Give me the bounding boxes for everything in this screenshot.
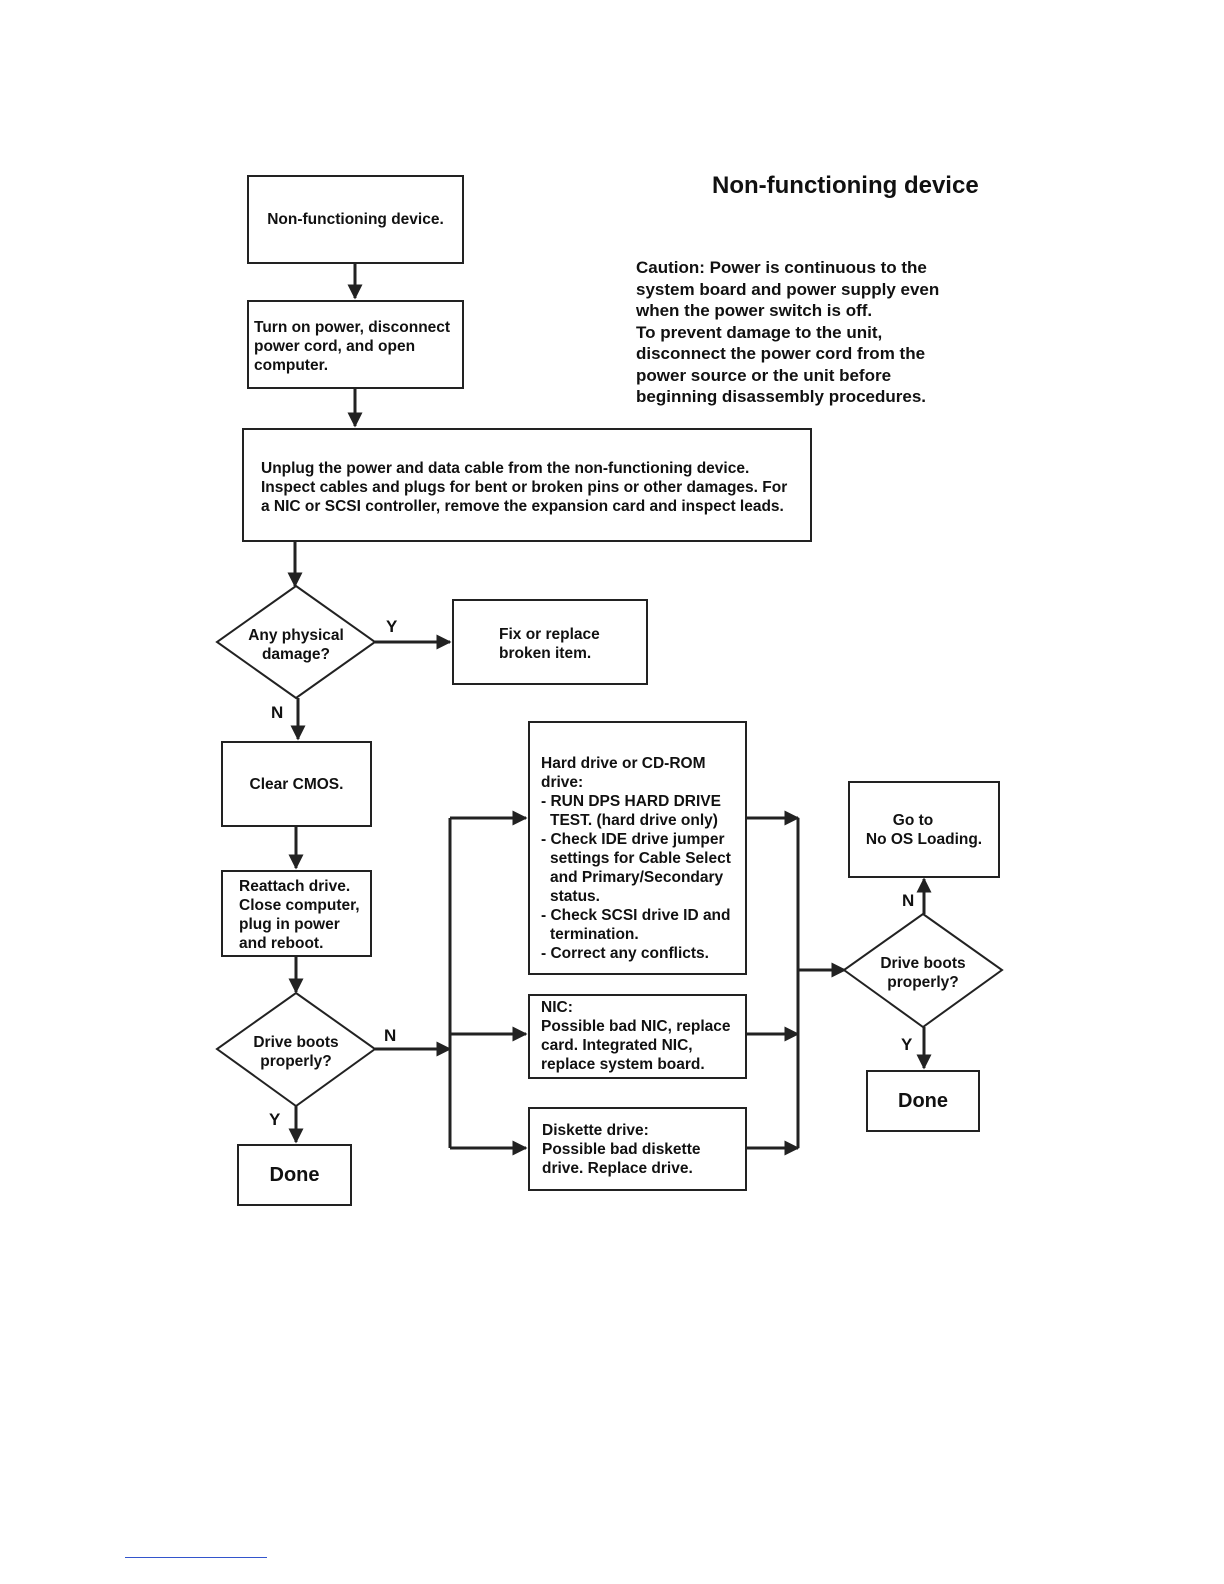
caution-line: beginning disassembly procedures. [636,387,927,406]
footer-rule [125,1557,267,1558]
reattach-line: Close computer, [239,897,360,914]
done-2-text: Done [898,1089,948,1112]
done-box-1: Done [237,1144,352,1206]
hard-drive-line: termination. [550,926,639,943]
turn-on-power-box: Turn on power, disconnect power cord, an… [247,300,464,389]
goto-line: No OS Loading. [865,830,983,848]
hard-drive-line: status. [550,888,600,905]
hard-drive-line: - Check IDE drive jumper [541,831,725,848]
diskette-line: drive. Replace drive. [542,1160,693,1177]
start-box-text: Non-functioning device. [267,211,444,228]
boots-decision-1-diamond [215,991,377,1108]
damage-yes-label: Y [386,617,398,636]
goto-no-os-box: Go to No OS Loading. [848,781,1000,878]
hard-drive-line: TEST. (hard drive only) [550,812,718,829]
caution-line: when the power switch is off. [636,301,873,320]
caution-line: disconnect the power cord from the [636,344,926,363]
hard-drive-box: Hard drive or CD-ROM drive: - RUN DPS HA… [528,721,747,975]
boots-decision-1-line: properly? [260,1053,332,1070]
turn-on-line: computer. [254,357,329,374]
unplug-line: a NIC or SCSI controller, remove the exp… [261,498,784,515]
damage-decision-line: Any physical [248,627,344,644]
done-1-text: Done [269,1163,320,1186]
boots-decision-2-line: properly? [887,974,959,991]
clear-cmos-text: Clear CMOS. [249,775,344,793]
boots2-no-label: N [902,891,915,910]
nic-line: NIC: [541,999,573,1016]
start-box: Non-functioning device. [247,175,464,264]
page-title: Non-functioning device [712,172,979,199]
clear-cmos-box: Clear CMOS. [221,741,372,827]
hard-drive-line: - Correct any conflicts. [541,945,709,962]
fix-replace-line: Fix or replace [499,626,600,643]
reattach-line: plug in power [239,916,340,933]
nic-line: replace system board. [541,1056,705,1073]
caution-note: Caution: Power is continuous to the syst… [636,257,976,408]
diskette-box: Diskette drive: Possible bad diskette dr… [528,1107,747,1191]
caution-line: system board and power supply even [636,279,940,299]
boots2-yes-label: Y [901,1035,913,1054]
damage-decision-diamond [215,584,377,700]
boots-decision-2-line: Drive boots [880,955,966,972]
boots1-yes-label: Y [269,1110,281,1129]
damage-no-label: N [271,703,284,722]
diskette-line: Possible bad diskette [542,1141,701,1158]
hard-drive-line: drive: [541,774,584,791]
goto-line: Go to [892,811,934,829]
caution-line: power source or the unit before [636,365,892,385]
reattach-box: Reattach drive. Close computer, plug in … [221,870,372,957]
fix-replace-line: broken item. [499,645,592,662]
boots1-no-label: N [384,1026,397,1045]
boots-decision-1-text: Drive boots properly? [226,1033,366,1071]
nic-line: Possible bad NIC, replace [541,1018,731,1035]
hard-drive-line: - RUN DPS HARD DRIVE [541,793,721,810]
turn-on-line: power cord, and open [254,338,416,355]
caution-line: Caution: Power is continuous to the [636,258,927,277]
reattach-line: and reboot. [239,935,324,952]
nic-line: card. Integrated NIC, [541,1037,693,1054]
unplug-inspect-box: Unplug the power and data cable from the… [242,428,812,542]
boots-decision-2-diamond [842,912,1004,1029]
caution-line: To prevent damage to the unit, [636,322,883,342]
unplug-line: Inspect cables and plugs for bent or bro… [261,479,788,496]
boots-decision-2-text: Drive boots properly? [853,954,993,992]
boots-decision-1-line: Drive boots [253,1034,339,1051]
hard-drive-line: and Primary/Secondary [550,869,724,886]
diskette-line: Diskette drive: [542,1122,649,1139]
unplug-line: Unplug the power and data cable from the… [261,460,750,477]
hard-drive-line: settings for Cable Select [550,850,731,867]
hard-drive-line: Hard drive or CD-ROM [541,755,706,772]
nic-box: NIC: Possible bad NIC, replace card. Int… [528,994,747,1079]
done-box-2: Done [866,1070,980,1132]
hard-drive-line: - Check SCSI drive ID and [541,907,731,924]
fix-replace-box: Fix or replace broken item. [452,599,648,685]
reattach-line: Reattach drive. [239,878,351,895]
damage-decision-text: Any physical damage? [226,626,366,664]
damage-decision-line: damage? [261,646,331,663]
turn-on-line: Turn on power, disconnect [254,319,451,336]
